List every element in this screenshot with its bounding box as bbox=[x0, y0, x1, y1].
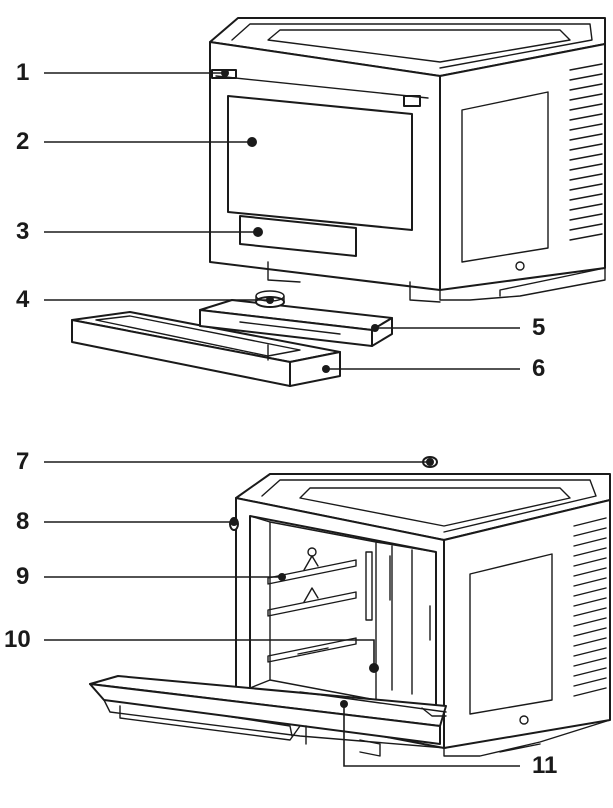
side-vents-bottom bbox=[573, 517, 607, 697]
callout-11: 11 bbox=[532, 752, 558, 779]
callout-5: 5 bbox=[532, 314, 546, 341]
leader-lines bbox=[44, 72, 520, 767]
leader-11 bbox=[343, 704, 520, 767]
callout-6: 6 bbox=[532, 355, 546, 382]
drip-tray-assembly bbox=[71, 290, 393, 387]
callout-8: 8 bbox=[16, 508, 30, 535]
callout-10: 10 bbox=[4, 626, 31, 653]
callout-3: 3 bbox=[16, 218, 30, 245]
oven-open bbox=[89, 456, 611, 757]
callout-1: 1 bbox=[16, 59, 30, 86]
callout-2: 2 bbox=[16, 128, 30, 155]
callout-9: 9 bbox=[16, 563, 30, 590]
side-vents-top bbox=[569, 63, 603, 241]
leader-10 bbox=[44, 639, 375, 668]
oven-closed bbox=[209, 17, 606, 303]
callout-4: 4 bbox=[16, 286, 30, 313]
callout-dots bbox=[221, 69, 434, 708]
callout-7: 7 bbox=[16, 448, 30, 475]
